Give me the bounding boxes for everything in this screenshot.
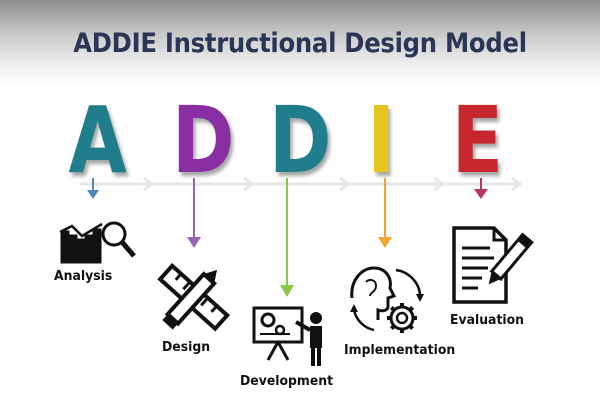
label-design: Design [162, 339, 211, 355]
letter-d-design: D [171, 87, 235, 194]
label-implementation: Implementation [344, 342, 456, 358]
presentation-gears-icon [252, 306, 322, 366]
timeline [80, 176, 523, 192]
label-evaluation: Evaluation [450, 312, 525, 328]
analysis-chart-magnifier-icon [59, 221, 136, 264]
arrow-design [187, 178, 201, 248]
arrow-evaluation [474, 178, 488, 199]
label-analysis: Analysis [54, 268, 113, 284]
letter-e: E [451, 87, 504, 194]
arrow-analysis [87, 178, 99, 199]
header-band [0, 0, 600, 86]
document-pen-icon [452, 226, 534, 304]
ruler-pencil-icon [157, 262, 231, 332]
label-development: Development [240, 373, 334, 389]
page-title: ADDIE Instructional Design Model [73, 28, 527, 59]
letter-i: I [367, 87, 396, 194]
head-cycle-gear-icon [350, 266, 424, 333]
arrow-implementation [378, 178, 392, 248]
letter-a: A [68, 87, 127, 194]
letter-d-development: D [268, 87, 332, 194]
arrow-development [280, 178, 294, 297]
